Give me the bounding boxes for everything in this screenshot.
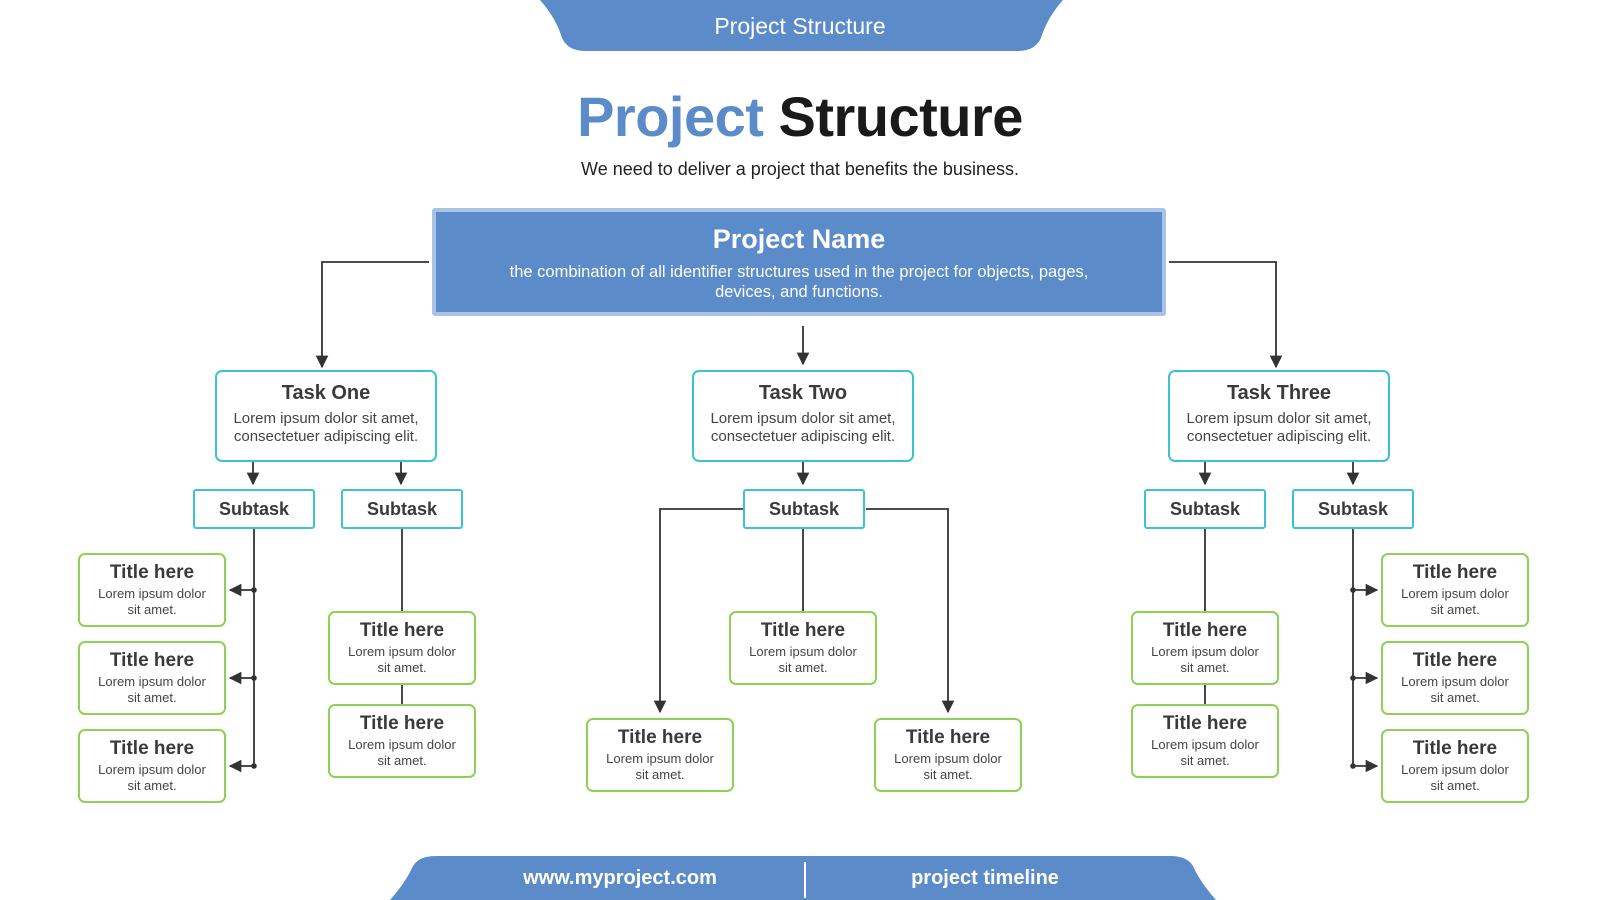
leaf-description: Lorem ipsum dolor sit amet.: [98, 674, 206, 705]
leaf-description: Lorem ipsum dolor sit amet.: [1151, 644, 1259, 675]
leaf-title: Title here: [1412, 738, 1498, 759]
task-title: Task One: [281, 382, 371, 404]
leaf-description: Lorem ipsum dolor sit amet.: [1401, 762, 1509, 793]
leaf-description: Lorem ipsum dolor sit amet.: [98, 762, 206, 793]
subtask-node[interactable]: Subtask: [341, 489, 463, 529]
leaf-title: Title here: [905, 727, 991, 748]
leaf-description: Lorem ipsum dolor sit amet.: [1151, 737, 1259, 768]
leaf-description: Lorem ipsum dolor sit amet.: [348, 737, 456, 768]
task-title: Task Three: [1226, 382, 1332, 404]
page-title-rest: Structure: [778, 85, 1023, 148]
leaf-node[interactable]: Title here Lorem ipsum dolor sit amet.: [874, 718, 1022, 792]
page-subtitle: We need to deliver a project that benefi…: [581, 159, 1019, 179]
root-description: the combination of all identifier struct…: [509, 263, 1089, 301]
footer-timeline-link[interactable]: project timeline: [911, 867, 1059, 889]
leaf-node[interactable]: Title here Lorem ipsum dolor sit amet.: [328, 704, 476, 778]
subtask-node[interactable]: Subtask: [743, 489, 865, 529]
task-title: Task Two: [758, 382, 848, 404]
leaf-node[interactable]: Title here Lorem ipsum dolor sit amet.: [1381, 553, 1529, 627]
leaf-title: Title here: [109, 562, 195, 583]
leaf-description: Lorem ipsum dolor sit amet.: [749, 644, 857, 675]
leaf-description: Lorem ipsum dolor sit amet.: [1401, 674, 1509, 705]
leaf-title: Title here: [1412, 562, 1498, 583]
leaf-description: Lorem ipsum dolor sit amet.: [894, 751, 1002, 782]
leaf-title: Title here: [1162, 620, 1248, 641]
leaf-title: Title here: [760, 620, 846, 641]
leaf-description: Lorem ipsum dolor sit amet.: [348, 644, 456, 675]
leaf-node[interactable]: Title here Lorem ipsum dolor sit amet.: [328, 611, 476, 685]
leaf-node[interactable]: Title here Lorem ipsum dolor sit amet.: [586, 718, 734, 792]
root-node[interactable]: Project Name the combination of all iden…: [432, 208, 1166, 316]
subtask-node[interactable]: Subtask: [1292, 489, 1414, 529]
leaf-node[interactable]: Title here Lorem ipsum dolor sit amet.: [1131, 704, 1279, 778]
task-node-two[interactable]: Task Two Lorem ipsum dolor sit amet, con…: [692, 370, 914, 462]
leaf-title: Title here: [359, 620, 445, 641]
leaf-title: Title here: [109, 738, 195, 759]
leaf-title: Title here: [1162, 713, 1248, 734]
leaf-description: Lorem ipsum dolor sit amet.: [606, 751, 714, 782]
page-title: Project Structure: [0, 82, 1600, 152]
footer-website-link[interactable]: www.myproject.com: [523, 867, 717, 889]
subtask-node[interactable]: Subtask: [193, 489, 315, 529]
root-title: Project Name: [712, 224, 886, 254]
leaf-title: Title here: [617, 727, 703, 748]
leaf-title: Title here: [359, 713, 445, 734]
footer-divider: [804, 862, 806, 898]
leaf-node[interactable]: Title here Lorem ipsum dolor sit amet.: [1381, 641, 1529, 715]
leaf-node[interactable]: Title here Lorem ipsum dolor sit amet.: [1381, 729, 1529, 803]
leaf-node[interactable]: Title here Lorem ipsum dolor sit amet.: [1131, 611, 1279, 685]
task-node-one[interactable]: Task One Lorem ipsum dolor sit amet, con…: [215, 370, 437, 462]
task-description: Lorem ipsum dolor sit amet, consectetuer…: [710, 410, 896, 445]
leaf-node[interactable]: Title here Lorem ipsum dolor sit amet.: [78, 641, 226, 715]
leaf-title: Title here: [1412, 650, 1498, 671]
leaf-node[interactable]: Title here Lorem ipsum dolor sit amet.: [78, 553, 226, 627]
leaf-node[interactable]: Title here Lorem ipsum dolor sit amet.: [78, 729, 226, 803]
leaf-node[interactable]: Title here Lorem ipsum dolor sit amet.: [729, 611, 877, 685]
page-title-accent: Project: [577, 85, 764, 148]
task-description: Lorem ipsum dolor sit amet, consectetuer…: [233, 410, 419, 445]
task-node-three[interactable]: Task Three Lorem ipsum dolor sit amet, c…: [1168, 370, 1390, 462]
leaf-title: Title here: [109, 650, 195, 671]
task-description: Lorem ipsum dolor sit amet, consectetuer…: [1186, 410, 1372, 445]
subtask-node[interactable]: Subtask: [1144, 489, 1266, 529]
top-banner-label: Project Structure: [714, 13, 886, 39]
leaf-description: Lorem ipsum dolor sit amet.: [1401, 586, 1509, 617]
leaf-description: Lorem ipsum dolor sit amet.: [98, 586, 206, 617]
